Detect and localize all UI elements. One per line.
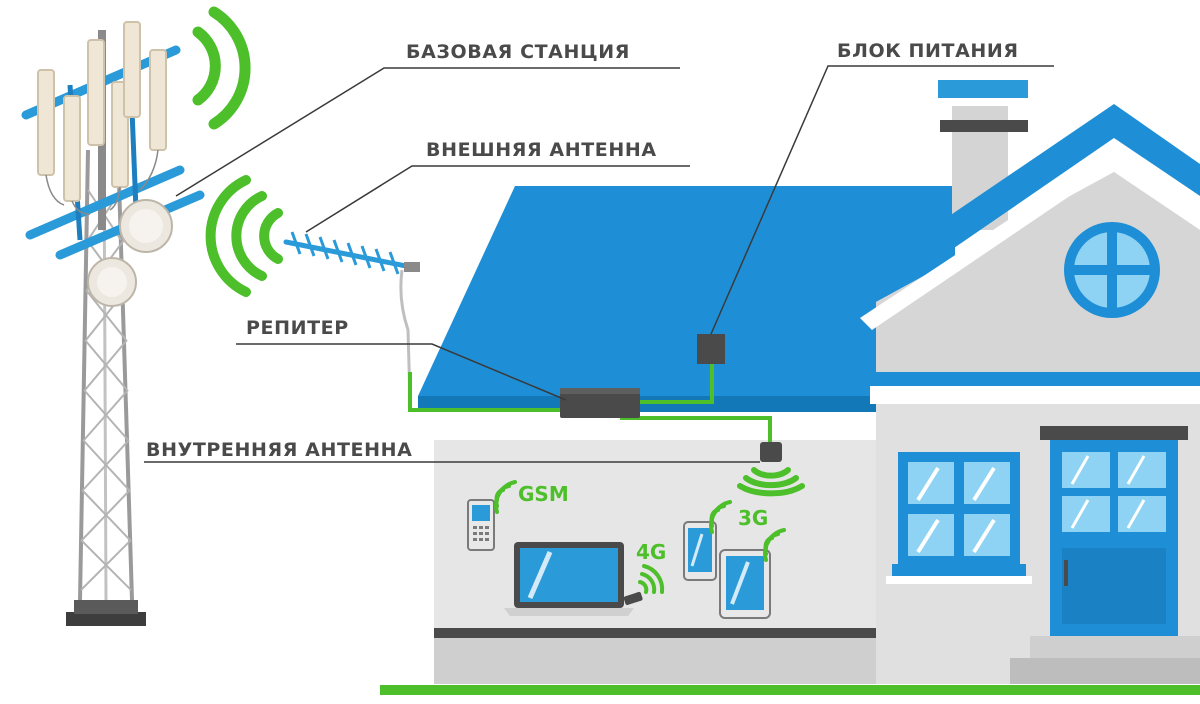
gsm-phone	[467, 499, 495, 551]
internal-antenna-device	[737, 442, 805, 497]
leader-lines	[144, 65, 1054, 463]
label-power-supply: БЛОК ПИТАНИЯ	[837, 40, 1019, 62]
label-repeater: РЕПИТЕР	[246, 317, 349, 339]
tablet-waves	[763, 528, 786, 562]
band-label-3g: 3G	[738, 506, 768, 530]
label-external-antenna: ВНЕШНЯЯ АНТЕННА	[426, 139, 657, 161]
cable-network	[399, 269, 772, 442]
tower-signal-waves	[192, 6, 251, 130]
external-antenna-waves	[205, 175, 283, 297]
external-antenna	[283, 231, 420, 275]
base-station-tower	[21, 21, 205, 626]
band-label-4g: 4G	[636, 540, 666, 564]
house	[380, 80, 1200, 695]
band-label-gsm: GSM	[518, 482, 569, 506]
tablet	[719, 549, 771, 619]
repeater-device	[560, 388, 640, 418]
3g-waves	[709, 500, 732, 534]
label-internal-antenna: ВНУТРЕННЯЯ АНТЕННА	[146, 439, 412, 461]
label-base-station: БАЗОВАЯ СТАНЦИЯ	[406, 41, 630, 63]
4g-waves	[638, 564, 665, 594]
power-supply-device	[697, 334, 725, 364]
gsm-waves	[494, 480, 517, 514]
usb-modem	[623, 591, 643, 606]
laptop	[504, 542, 634, 616]
smartphone	[683, 521, 717, 581]
